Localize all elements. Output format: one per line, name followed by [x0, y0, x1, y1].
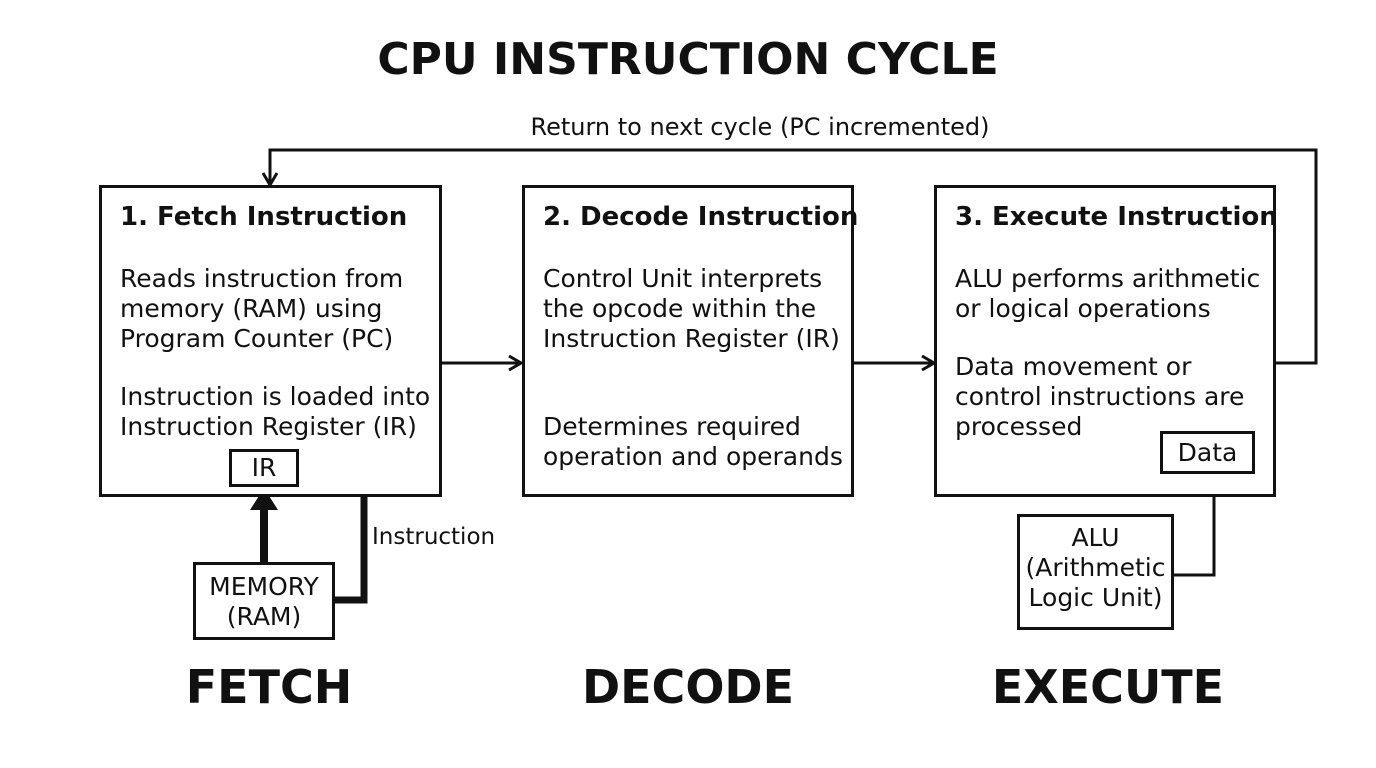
- decode-stage-text-2: Determines required operation and operan…: [543, 412, 843, 471]
- instruction-label: Instruction: [372, 524, 496, 550]
- decode-stage-title: 2. Decode Instruction: [543, 202, 859, 232]
- alu-box: ALU (Arithmetic Logic Unit): [1017, 514, 1174, 630]
- data-box: Data: [1160, 431, 1255, 474]
- execute-stage-text-1: ALU performs arithmetic or logical opera…: [955, 264, 1261, 323]
- fetch-stage-title: 1. Fetch Instruction: [120, 202, 408, 232]
- execute-stage-title: 3. Execute Instruction: [955, 202, 1278, 232]
- return-loop-arrow: [270, 148, 1318, 365]
- memory-to-ir-arrowhead: [250, 488, 278, 510]
- fetch-stage-text-2: Instruction is loaded into Instruction R…: [120, 382, 431, 441]
- fetch-stage-box: 1. Fetch Instruction Reads instruction f…: [99, 185, 442, 497]
- decode-stage-box: 2. Decode Instruction Control Unit inter…: [522, 185, 858, 497]
- memory-ram-box: MEMORY (RAM): [193, 562, 335, 640]
- return-label: Return to next cycle (PC incremented): [530, 113, 990, 141]
- execute-stage-text-2: Data movement or control instructions ar…: [955, 352, 1245, 441]
- phase-label-fetch: FETCH: [185, 660, 353, 714]
- alu-to-data-arrow: [1174, 478, 1214, 577]
- fetch-stage-text-1: Reads instruction from memory (RAM) usin…: [120, 264, 404, 353]
- phase-label-execute: EXECUTE: [991, 660, 1225, 714]
- ir-register-box: IR: [229, 449, 299, 487]
- decode-stage-text-1: Control Unit interprets the opcode withi…: [543, 264, 840, 353]
- phase-label-decode: DECODE: [581, 660, 795, 714]
- diagram-title: CPU INSTRUCTION CYCLE: [377, 34, 999, 85]
